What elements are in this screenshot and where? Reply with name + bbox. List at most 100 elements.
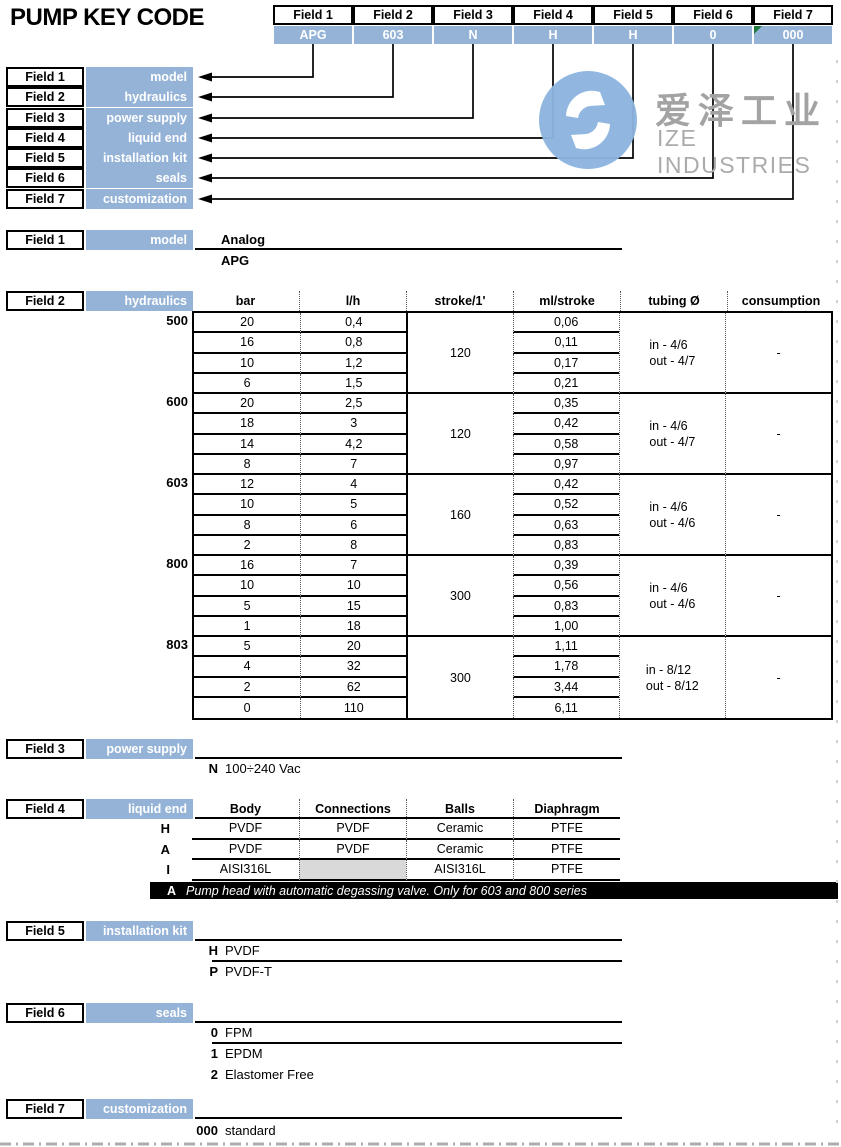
col-header-connections: Connections [299,799,406,819]
key-box-field-1: Field 1 [273,5,353,25]
legend-field-5: Field 5 [6,148,84,168]
legend-desc-installation-kit: installation kit [86,148,193,168]
key-value-field-5: H [594,26,672,44]
cell-lh: 1,5 [300,373,407,394]
section1-field-box: Field 1 [6,230,84,250]
section4-desc-box: liquid end [86,799,193,819]
cell-lh: 32 [300,657,407,678]
key-value-field-3: N [434,26,512,44]
field3-value: 100÷240 Vac [225,761,301,776]
cell-lh: 0,8 [300,333,407,354]
field5-item-underline [212,959,622,962]
page-title: PUMP KEY CODE [10,4,205,31]
group-label-800: 800 [166,556,188,571]
cell-bar: 20 [194,313,301,334]
cell-bar: 6 [194,374,301,394]
group-label-803: 803 [166,637,188,652]
cell-diaphragm: PTFE [513,839,620,860]
cell-stroke: 300 [406,556,513,637]
cell-bar: 8 [194,516,301,536]
cell-ml: 0,39 [512,556,619,577]
field7-underline [195,1116,622,1119]
cell-lh: 7 [300,454,407,475]
connector-lines [198,44,794,204]
section7-desc-box: customization [86,1099,193,1119]
cell-consumption: - [724,394,832,475]
key-box-field-7: Field 7 [753,5,833,25]
liquid-end-code-A: A [160,841,170,857]
section7-field-box: Field 7 [6,1099,84,1119]
field4-header-underline [195,816,620,819]
cell-lh: 20 [300,637,407,658]
legend-desc-liquid-end: liquid end [86,128,193,148]
cell-bar: 2 [194,678,301,698]
degassing-valve-note-bar: A Pump head with automatic degassing val… [150,882,838,899]
key-value-field-4: H [514,26,592,44]
cell-ml: 1,78 [512,657,619,678]
field6-code-1: 1 [210,1046,218,1061]
cell-bar: 10 [194,495,301,516]
excel-error-triangle-icon [754,26,762,34]
key-box-field-4: Field 4 [513,5,593,25]
cell-lh: 6 [300,515,407,536]
section4-field-box: Field 4 [6,799,84,819]
group-label-500: 500 [166,313,188,328]
note-text: Pump head with automatic degassing valve… [186,883,587,898]
cell-consumption: - [724,637,831,718]
section6-desc-box: seals [86,1003,193,1023]
cell-ml: 6,11 [512,697,619,718]
field6-value-fpm: FPM [225,1025,253,1040]
cell-lh: 10 [300,576,407,597]
field6-value-elastomer-free: Elastomer Free [225,1067,314,1082]
cell-ml: 3,44 [512,677,619,698]
col-header-balls: Balls [406,799,513,819]
cell-bar: 5 [194,597,301,617]
cell-ml: 0,83 [512,535,619,556]
cell-balls: Ceramic [406,839,513,860]
cell-bar: 10 [194,576,301,597]
cell-body: PVDF [192,819,299,840]
cell-diaphragm: PTFE [513,819,620,840]
col-header-consumption: consumption [727,291,834,311]
cell-consumption: - [724,475,832,556]
legend-field-7: Field 7 [6,189,84,209]
cell-ml: 1,11 [512,637,619,658]
field7-code-000: 000 [196,1123,218,1138]
key-value-field-2: 603 [354,26,432,44]
legend-field-3: Field 3 [6,108,84,128]
field5-value-pvdft: PVDF-T [225,964,272,979]
section5-field-box: Field 5 [6,921,84,941]
group-label-603: 603 [166,475,188,490]
cell-stroke: 300 [406,637,512,718]
cell-body: AISI316L [192,860,299,881]
cell-bar: 18 [194,414,301,435]
liquid-end-table: PVDF PVDF Ceramic PTFE PVDF PVDF Ceramic… [192,819,620,881]
field6-underline [195,1020,622,1023]
cell-lh: 1,2 [300,353,407,374]
cell-diaphragm: PTFE [513,860,620,881]
key-value-field-6: 0 [674,26,752,44]
field3-code: N [208,761,218,776]
cell-ml: 0,21 [512,373,619,394]
section2-desc-box: hydraulics [86,291,193,311]
cell-consumption: - [724,556,832,637]
field6-code-0: 0 [210,1025,218,1040]
cell-balls: Ceramic [406,819,513,840]
legend-desc-power-supply: power supply [86,108,193,128]
cell-connections: PVDF [299,819,406,840]
section5-desc-box: installation kit [86,921,193,941]
cell-bar: 0 [243,700,251,715]
cell-lh: 4,2 [300,434,407,455]
liquid-end-code-I: I [166,862,170,877]
field5-code-H: H [208,943,218,958]
ize-industries-logo-icon [539,71,637,169]
cell-bar: 5 [194,637,301,658]
hydraulics-header-row: bar l/h stroke/1' ml/stroke tubing Ø con… [192,291,834,311]
cell-bar: 10 [194,354,301,374]
section3-desc-box: power supply [86,739,193,759]
